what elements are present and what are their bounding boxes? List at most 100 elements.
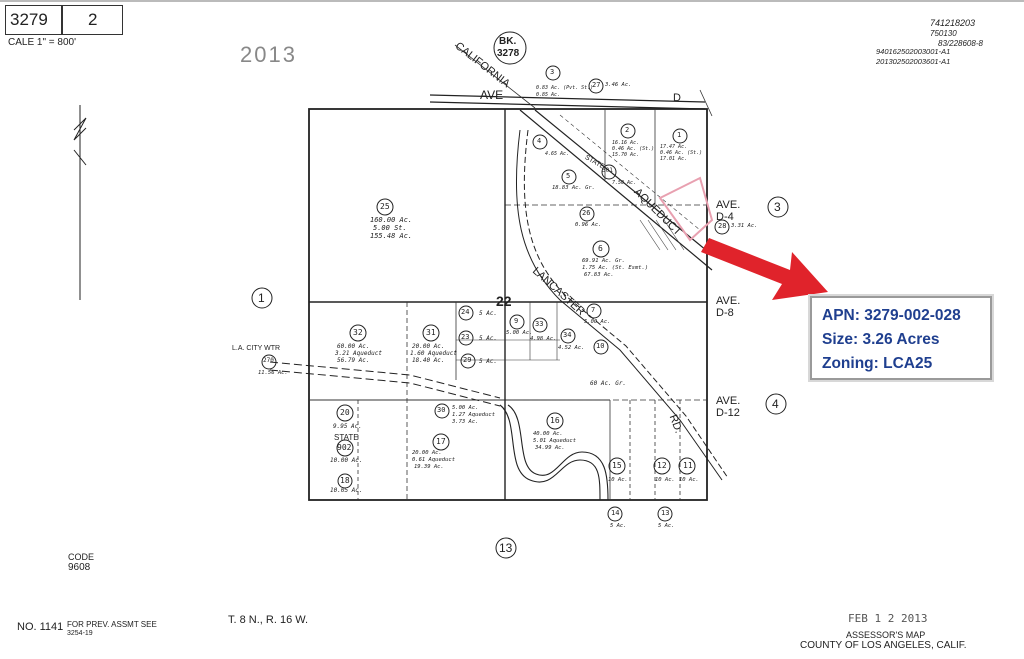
parcel-7-acres: 5.00 Ac. bbox=[584, 319, 611, 325]
map-number: NO. 1141 bbox=[17, 621, 64, 633]
parcel-32-net: 56.79 Ac. bbox=[337, 357, 370, 364]
parcel-14-num: 14 bbox=[611, 509, 620, 517]
apn-text: APN: 3279-002-028 bbox=[822, 307, 961, 324]
prev-assmt-label: FOR PREV. ASSMT SEE bbox=[67, 620, 157, 629]
la-city-wtr-label: L.A. CITY WTR bbox=[232, 345, 281, 352]
ref-number-3: 83/228608-8 bbox=[938, 39, 983, 48]
parcel-26-num: 26 bbox=[582, 209, 591, 217]
parcel-18-acres: 10.05 Ac. bbox=[330, 487, 363, 494]
parcel-17-net: 19.39 Ac. bbox=[414, 464, 444, 470]
date-stamp: FEB 1 2 2013 bbox=[848, 612, 928, 625]
parcel-24-num: 24 bbox=[461, 308, 470, 316]
parcel-270-acres: 11.56 Ac. bbox=[258, 370, 288, 376]
parcel-9-num: 9 bbox=[514, 317, 519, 325]
parcel-4-acres: 4.65 Ac. bbox=[545, 151, 570, 157]
parcel-33-num: 33 bbox=[535, 320, 544, 328]
map-circle-1: 1 bbox=[258, 291, 265, 305]
map-circle-3: 3 bbox=[774, 200, 781, 214]
zoning-text: Zoning: LCA25 bbox=[822, 355, 933, 372]
book-badge-number: 3278 bbox=[497, 48, 520, 59]
parcel-25-note: 5.00 St. bbox=[373, 224, 407, 232]
ave-d8-line1: AVE. bbox=[716, 295, 741, 307]
parcel-32-acres: 60.00 Ac. bbox=[337, 343, 370, 350]
parcel-34-num: 34 bbox=[563, 331, 572, 339]
parcel-24-acres: 5 Ac. bbox=[479, 310, 498, 317]
parcel-16-net: 34.99 Ac. bbox=[535, 445, 565, 451]
book-number-box bbox=[5, 5, 63, 35]
parcel-2-acres: 16.16 Ac. bbox=[612, 140, 640, 146]
county-label: COUNTY OF LOS ANGELES, CALIF. bbox=[800, 640, 967, 651]
parcel-20-num: 20 bbox=[340, 408, 350, 417]
parcel-frame bbox=[308, 108, 708, 501]
parcel-301-num: 301 bbox=[602, 167, 613, 174]
parcel-4-num: 4 bbox=[537, 137, 542, 145]
parcel-25-net: 155.48 Ac. bbox=[370, 232, 413, 240]
parcel-31-acres: 20.00 Ac. bbox=[412, 343, 445, 350]
parcel-3-acres: 0.83 Ac. (Pvt. St.) bbox=[536, 85, 594, 91]
parcel-5-acres: 18.83 Ac. Gr. bbox=[552, 185, 596, 191]
parcel-902-acres: 10.00 Ac. bbox=[330, 457, 363, 464]
ave-d8-line2: D-8 bbox=[716, 307, 734, 319]
parcel-30-num: 30 bbox=[437, 406, 446, 414]
highlighted-parcel-28 bbox=[658, 176, 714, 242]
parcel-32-note: 3.21 Aqueduct bbox=[335, 350, 382, 357]
parcel-20-acres: 9.95 Ac. bbox=[333, 423, 362, 430]
parcel-16-acres: 40.00 Ac. bbox=[533, 431, 563, 437]
parcel-6-note: 1.75 Ac. (St. Esmt.) bbox=[582, 265, 649, 271]
parcel-29-num: 29 bbox=[463, 356, 472, 364]
parcel-13-acres: 5 Ac. bbox=[658, 523, 675, 529]
parcel-6-acres: 69.91 Ac. Gr. bbox=[582, 258, 626, 264]
parcel-1-note: 0.46 Ac. (St.) bbox=[660, 150, 703, 156]
ave-d4-line1: AVE. bbox=[716, 199, 741, 211]
parcel-6-num: 6 bbox=[598, 244, 603, 253]
pointer-arrow bbox=[701, 238, 828, 300]
parcel-30-acres: 5.00 Ac. bbox=[452, 405, 479, 411]
scale-label: CALE 1" = 800' bbox=[8, 37, 77, 48]
parcel-17-note: 0.61 Aqueduct bbox=[412, 457, 456, 463]
parcel-info-box: APN: 3279-002-028 Size: 3.26 Acres Zonin… bbox=[810, 296, 992, 380]
code-label: CODE bbox=[68, 552, 95, 562]
parcel-31-net: 18.40 Ac. bbox=[412, 357, 445, 364]
map-circle-13: 13 bbox=[499, 541, 513, 555]
north-arrow bbox=[73, 105, 87, 300]
parcel-25-num: 25 bbox=[380, 202, 390, 211]
parcel-28-acres: 3.31 Ac. bbox=[731, 223, 758, 229]
page-number-box bbox=[61, 5, 123, 35]
parcel-9-acres: 5.00 Ac. bbox=[506, 330, 533, 336]
ref-number-5: 201302502003601-A1 bbox=[876, 57, 951, 66]
parcel-3-net: 0.85 Ac. bbox=[536, 92, 561, 98]
parcel-7-num: 7 bbox=[591, 306, 596, 314]
ref-number-4: 940162502003001-A1 bbox=[876, 47, 951, 56]
parcel-902-num: 902 bbox=[337, 443, 352, 452]
ave-d4-line2: D-4 bbox=[716, 211, 734, 223]
parcel-28-num: 28 bbox=[718, 222, 727, 230]
prev-assmt-ref: 3254-19 bbox=[67, 630, 93, 637]
ave-d12-line2: D-12 bbox=[716, 407, 740, 419]
parcel-14-acres: 5 Ac. bbox=[610, 523, 627, 529]
size-text: Size: 3.26 Acres bbox=[822, 331, 940, 348]
parcel-13-num: 13 bbox=[661, 509, 670, 517]
parcel-2-note: 0.46 Ac. (St.) bbox=[612, 146, 655, 152]
parcel-12-acres: 10 Ac. bbox=[655, 477, 675, 483]
parcel-23-num: 23 bbox=[461, 333, 470, 341]
parcel-11-num: 11 bbox=[683, 461, 693, 470]
ref-number-1: 741218203 bbox=[930, 18, 976, 28]
state-bottom-label: STATE bbox=[334, 433, 359, 442]
ave-label: AVE bbox=[480, 88, 504, 102]
parcel-2-num: 2 bbox=[625, 126, 630, 134]
parcel-16-note: 5.01 Aqueduct bbox=[533, 438, 577, 444]
parcel-32-num: 32 bbox=[353, 328, 363, 337]
book-number: 3279 bbox=[10, 10, 48, 29]
parcel-27-num: 27 bbox=[592, 81, 601, 89]
parcel-17-num: 17 bbox=[436, 437, 446, 446]
ave-d-top-label: D bbox=[673, 92, 681, 104]
parcel-5-num: 5 bbox=[566, 172, 571, 180]
parcel-11-acres: 10 Ac. bbox=[679, 477, 699, 483]
township-label: T. 8 N., R. 16 W. bbox=[228, 614, 309, 626]
parcel-25-acres: 160.00 Ac. bbox=[370, 216, 413, 224]
parcel-17-acres: 20.00 Ac. bbox=[412, 450, 442, 456]
parcel-12-num: 12 bbox=[657, 461, 667, 470]
parcel-34-acres: 4.52 Ac. bbox=[558, 345, 585, 351]
parcel-31-note: 1.60 Aqueduct bbox=[410, 350, 457, 357]
